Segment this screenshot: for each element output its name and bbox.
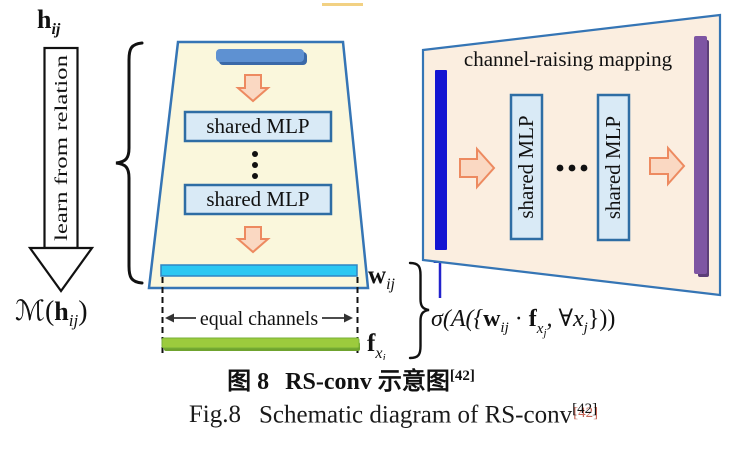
- down-arrow-icon: [235, 74, 271, 103]
- rsconv-figure: hij learn from relation ℳ(hij) shared ML…: [15, 3, 722, 364]
- caption-zh-number: 图 8: [227, 369, 270, 395]
- shared-mlp-box-1: [183, 110, 333, 143]
- h-ij-label: hij: [37, 5, 61, 38]
- w-ij-label: wij: [368, 262, 396, 293]
- scan-artifact-line: [322, 3, 363, 6]
- caption-zh-ref: [42]: [449, 368, 475, 384]
- input-bar: [216, 49, 304, 62]
- vertical-mlp-box-2: [596, 93, 631, 242]
- m-hij-label: ℳ(hij): [15, 296, 88, 330]
- vertical-ellipsis-icon: [252, 151, 258, 179]
- left-brace: [115, 41, 144, 285]
- caption-en: Fig.8 Schematic diagram of RS-conv[42][42…: [188, 401, 598, 429]
- equal-channels-label: equal channels: [200, 308, 318, 330]
- encoder-trapezoid: [147, 40, 370, 290]
- equal-channels-arrows: [165, 313, 353, 323]
- shared-mlp-label-2: shared MLP: [206, 187, 309, 211]
- caption-zh: 图 8 RS-conv 示意图[42]: [227, 361, 475, 396]
- down-arrow-icon: [235, 226, 271, 254]
- f-xj-label: fxj: [367, 330, 386, 360]
- caption-en-text: Schematic diagram of RS-conv: [258, 401, 573, 429]
- right-brace: [408, 261, 430, 360]
- caption-en-number: Fig.8: [188, 401, 241, 429]
- learn-arrow-text: learn from relation: [51, 55, 71, 241]
- shared-mlp-label-1: shared MLP: [206, 114, 309, 138]
- caption-en-ref: [42][42]: [572, 401, 598, 421]
- sigma-formula: σ(A({wij · fxj, ∀xj})): [431, 306, 615, 339]
- f-xj-bar: [161, 337, 360, 349]
- channel-raising-title: channel-raising mapping: [464, 47, 673, 71]
- input-feature-bar: [435, 70, 447, 250]
- horizontal-ellipsis-icon: [556, 164, 588, 172]
- output-feature-bar: [694, 36, 707, 274]
- learn-arrow-head: [27, 246, 95, 293]
- channel-raising-trapezoid: [421, 13, 722, 297]
- right-arrow-icon: [459, 146, 496, 190]
- w-ij-bar: [160, 264, 358, 277]
- right-arrow-icon: [649, 145, 686, 187]
- shared-mlp-box-2: [183, 183, 333, 216]
- caption-zh-text: RS-conv 示意图: [285, 369, 450, 395]
- vertical-mlp-label-2: shared MLP: [601, 116, 625, 219]
- caption-en-ref-ghost: [42]: [573, 405, 599, 421]
- vertical-mlp-box-1: [509, 93, 544, 241]
- caption-en-ref-main: [42]: [572, 401, 598, 417]
- vertical-mlp-label-1: shared MLP: [514, 115, 538, 218]
